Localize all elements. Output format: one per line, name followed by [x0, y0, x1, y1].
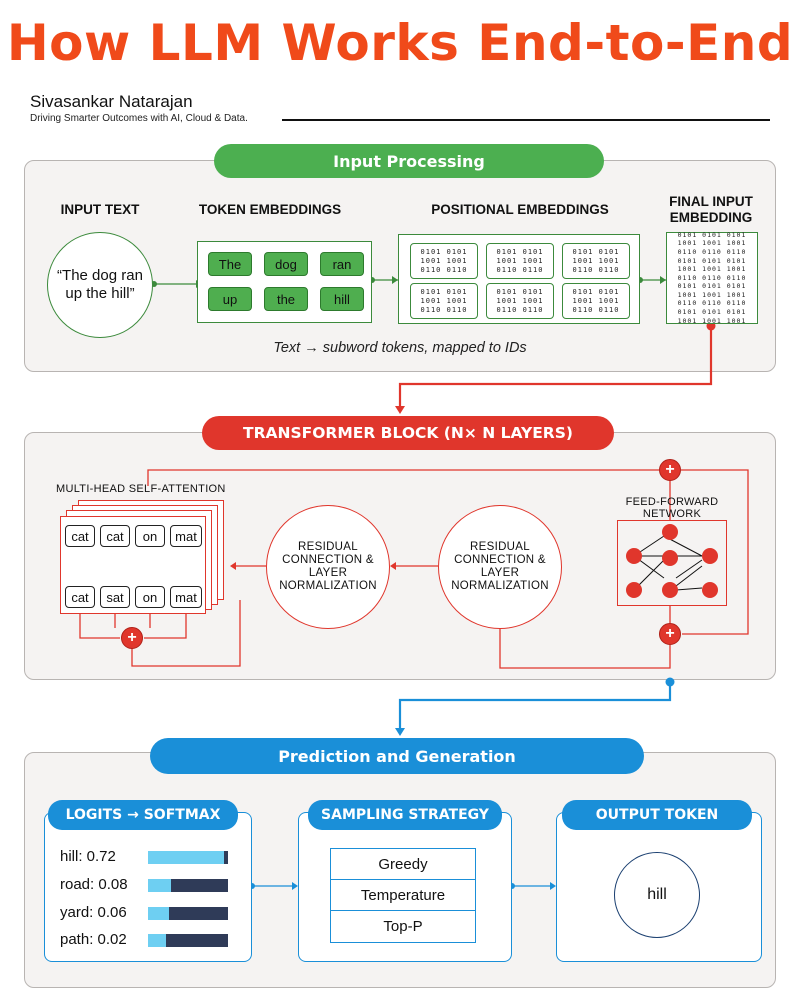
sampling-option-top-p: Top-P [383, 918, 423, 935]
ffn-label: FEED-FORWARD NETWORK [625, 496, 719, 520]
attention-top-word: on [135, 525, 165, 547]
logit-bar [148, 851, 228, 864]
input-text-circle: “The dog ran up the hill” [47, 232, 153, 338]
token-embeddings-label: TOKEN EMBEDDINGS [198, 202, 342, 217]
logit-item-label: path: 0.02 [60, 931, 127, 948]
sampling-option-temperature: Temperature [331, 880, 475, 911]
attention-top-word: mat [170, 525, 202, 547]
output-token: hill [614, 852, 700, 938]
header-divider [282, 119, 770, 121]
input-caption: Text → subword tokens, mapped to IDs [273, 340, 527, 356]
ffn-box [617, 520, 727, 606]
output-tab: OUTPUT TOKEN [562, 800, 752, 830]
input-processing-pill: Input Processing [214, 144, 604, 178]
logit-bar-fill [148, 851, 225, 864]
logit-bar-fill [148, 907, 170, 920]
logit-item-label: yard: 0.06 [60, 904, 127, 921]
logits-tab: LOGITS → SOFTMAX [48, 800, 238, 830]
logit-item-label: hill: 0.72 [60, 848, 116, 865]
attention-top-word: cat [100, 525, 130, 547]
final-input-embedding-box: 0101 0101 0101 1001 1001 1001 0110 0110 … [666, 231, 758, 325]
logit-bar [148, 879, 228, 892]
token-ran: ran [320, 252, 364, 276]
author-name: Sivasankar Natarajan [30, 92, 193, 111]
token-hill: hill [320, 287, 364, 311]
attention-top-word: cat [65, 525, 95, 547]
attention-bottom-word: sat [100, 586, 130, 608]
final-input-embedding-label: FINAL INPUT EMBEDDING [669, 194, 753, 225]
ffn-add-bottom-icon: + [659, 623, 681, 645]
residual-norm-left: RESIDUAL CONNECTION & LAYER NORMALIZATIO… [266, 505, 390, 629]
attention-label: MULTI-HEAD SELF-ATTENTION [56, 483, 226, 495]
ffn-add-top-icon: + [659, 459, 681, 481]
token-up: up [208, 287, 252, 311]
attention-add-icon: + [121, 627, 143, 649]
transformer-pill: TRANSFORMER BLOCK (N× N LAYERS) [202, 416, 614, 450]
attention-bottom-word: on [135, 586, 165, 608]
sampling-option-greedy: Greedy [331, 849, 475, 880]
input-text-label: INPUT TEXT [60, 202, 140, 217]
page-title: How LLM Works End-to-End [6, 14, 794, 72]
token-the-2: the [264, 287, 308, 311]
logit-bar [148, 907, 228, 920]
attention-bottom-word: mat [170, 586, 202, 608]
logit-bar-fill [148, 879, 171, 892]
logit-bar-fill [148, 934, 166, 947]
logit-item-label: road: 0.08 [60, 876, 128, 893]
author-tagline: Driving Smarter Outcomes with AI, Cloud … [30, 113, 248, 124]
logit-bar [148, 934, 228, 947]
token-dog: dog [264, 252, 308, 276]
prediction-pill: Prediction and Generation [150, 738, 644, 774]
sampling-options: Greedy Temperature Top-P [330, 848, 476, 943]
attention-bottom-word: cat [65, 586, 95, 608]
positional-embeddings-label: POSITIONAL EMBEDDINGS [431, 202, 609, 217]
token-the: The [208, 252, 252, 276]
residual-norm-right: RESIDUAL CONNECTION & LAYER NORMALIZATIO… [438, 505, 562, 629]
sampling-tab: SAMPLING STRATEGY [308, 800, 502, 830]
